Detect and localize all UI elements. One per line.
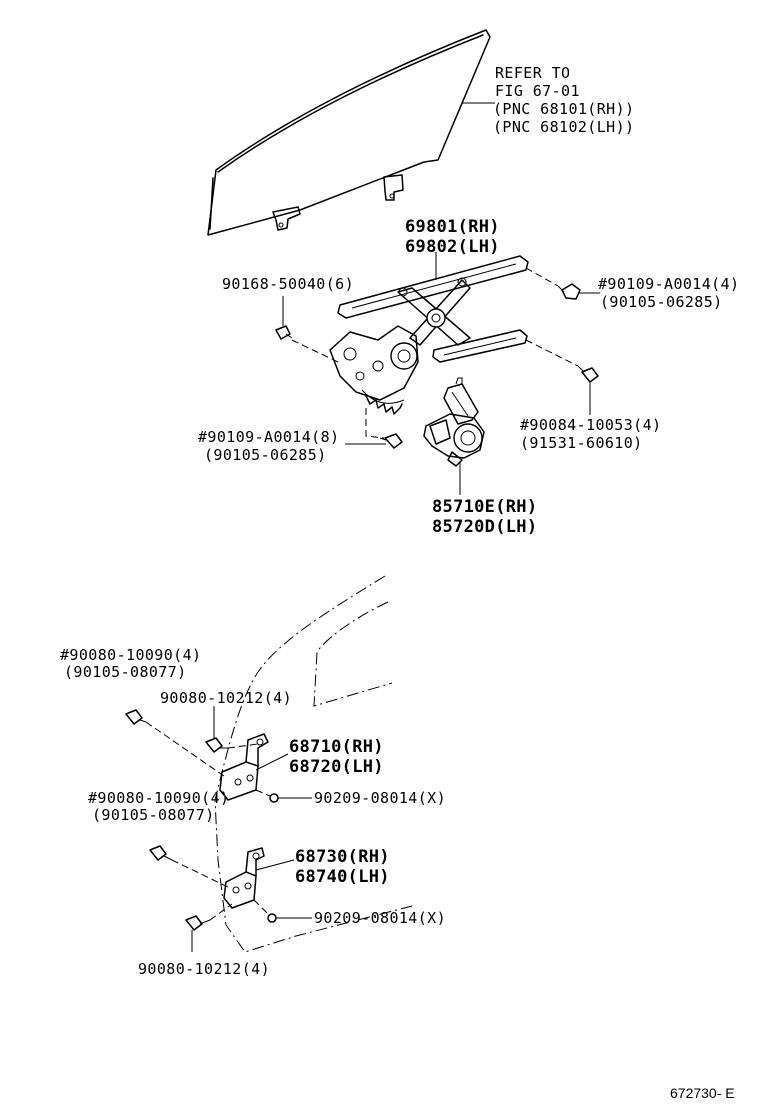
bolt-90109-upper-label-2: (90105-06285): [600, 293, 723, 311]
bolt-90109-lower-label-1: #90109-A0014(8): [198, 428, 339, 446]
lower-hinge-bolt-label-1: #90080-10090(4): [88, 789, 229, 807]
glass-ref-label-2: FIG 67-01: [495, 82, 580, 100]
upper-hinge-bolt-label-2: (90105-08077): [64, 663, 187, 681]
door-glass: [207, 29, 491, 236]
upper-hinge-nut-label: 90209-08014(X): [314, 789, 446, 807]
bolt-90109-lower: [379, 433, 403, 449]
lower-hinge-bolt-label-2: (90105-08077): [92, 806, 215, 824]
motor-rh-label: 85710E(RH): [432, 497, 537, 517]
bolt-90080-10090-upper: [125, 709, 147, 725]
motor-lh-label: 85720D(LH): [432, 517, 537, 537]
glass-ref-label-1: REFER TO: [495, 64, 570, 82]
bolt-90084: [577, 365, 599, 383]
bolt-90084-label-1: #90084-10053(4): [520, 416, 661, 434]
regulator-motor: [423, 377, 485, 467]
regulator-lh-label: 69802(LH): [405, 237, 500, 257]
bolt-90080-10090-lower: [149, 845, 173, 861]
bolt-90080-10212-upper: [205, 737, 228, 753]
bolt-90109-upper: [557, 283, 581, 300]
bolt-90080-10212-lower: [185, 915, 211, 931]
nut-90209-upper: [269, 793, 279, 803]
upper-hinge-bolt-label-3: 90080-10212(4): [160, 689, 292, 707]
glass-ref-label-4: (PNC 68102(LH)): [493, 118, 634, 136]
bolt-90084-label-2: (91531-60610): [520, 434, 643, 452]
lower-hinge-bolt-label-3: 90080-10212(4): [138, 960, 270, 978]
door-outline: [214, 575, 413, 953]
bolt-90168: [275, 325, 293, 340]
upper-hinge-rh-label: 68710(RH): [289, 737, 384, 757]
glass-ref-label-3: (PNC 68101(RH)): [493, 100, 634, 118]
figure-reference: 672730- E: [670, 1085, 735, 1101]
upper-hinge-bolt-label-1: #90080-10090(4): [60, 646, 201, 664]
bolt-90168-label: 90168-50040(6): [222, 275, 354, 293]
lower-hinge: [223, 847, 265, 909]
bolt-90109-upper-label-1: #90109-A0014(4): [598, 275, 739, 293]
upper-hinge-lh-label: 68720(LH): [289, 757, 384, 777]
lower-hinge-nut-label: 90209-08014(X): [314, 909, 446, 927]
bolt-90109-lower-label-2: (90105-06285): [204, 446, 327, 464]
nut-90209-lower: [267, 913, 277, 923]
regulator-rh-label: 69801(RH): [405, 217, 500, 237]
lower-hinge-rh-label: 68730(RH): [295, 847, 390, 867]
lower-hinge-lh-label: 68740(LH): [295, 867, 390, 887]
window-regulator: [329, 255, 529, 415]
